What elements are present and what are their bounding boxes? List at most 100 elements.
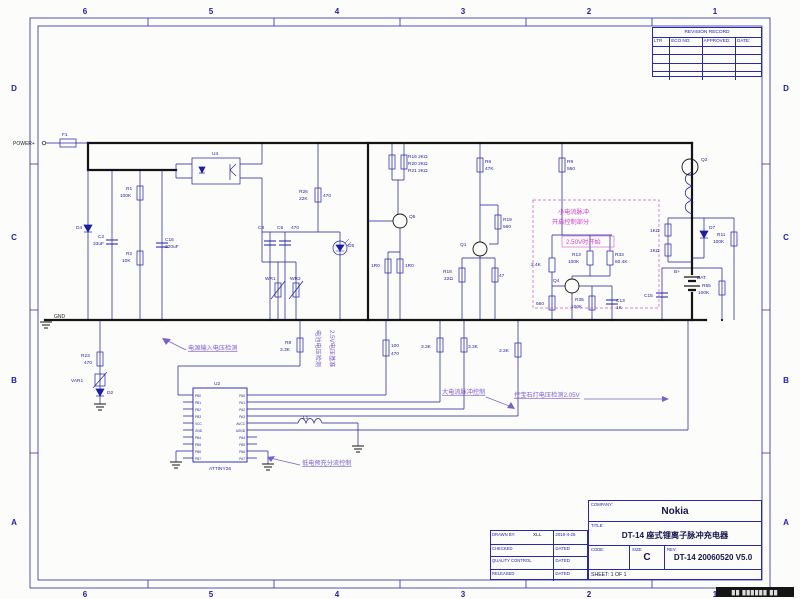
schematic-label: R19 (503, 217, 512, 223)
pulse-control-dashed-box (532, 199, 660, 309)
quality-value (533, 557, 553, 569)
schematic-label: PA7 (239, 457, 245, 461)
sheet-value: 1 OF 1 (610, 572, 627, 578)
schematic-label: R33 (615, 252, 624, 258)
code-label: CODE: (591, 547, 605, 552)
schematic-label: R2 (126, 251, 132, 257)
schematic-label: PA0 (239, 394, 245, 398)
schematic-label: BAT (697, 275, 706, 281)
frame-col-label: 4 (335, 7, 340, 16)
schematic-label: C16 (165, 237, 174, 243)
schematic-label: C6 (277, 225, 283, 231)
schematic-label: Q1 (460, 242, 467, 248)
schematic-label: 100K (120, 193, 132, 199)
diode-D2 (95, 388, 105, 397)
annotation: 电池电压检测 (314, 330, 322, 367)
transistor-Q4 (564, 278, 580, 294)
schematic-label: 3.3K (421, 344, 432, 350)
drawing-title: DT-14 座式锂离子脉冲充电器 (621, 531, 729, 540)
schematic-label: C15 (644, 293, 653, 299)
schematic-label: 220uF (165, 244, 179, 250)
rev-cell: REV: DT-14 20060520 V5.0 (665, 546, 761, 569)
schematic-label: R26 (299, 189, 308, 195)
released-label: RELEASED (492, 570, 515, 576)
revision-empty-row (653, 71, 761, 80)
schematic-label: R21 2KΩ (408, 168, 428, 174)
rev-col-ltr: LTR (654, 38, 663, 43)
schematic-label: C13 (616, 298, 625, 304)
revision-empty-row (653, 54, 761, 63)
frame-col-label: 3 (461, 590, 466, 599)
frame-col-label: 3 (461, 7, 466, 16)
company-cell: COMPANY: Nokia (589, 501, 761, 522)
transistor-Q2 (681, 158, 699, 176)
mcu-attiny26 (192, 387, 248, 463)
schematic-label: Q2 (701, 157, 708, 163)
size-value: C (643, 552, 651, 563)
schematic-label: R35 (575, 297, 584, 303)
discrete-symbols (40, 158, 700, 471)
annotation: 小电流脉冲 (558, 208, 589, 216)
schematic-label: D4 (76, 225, 82, 231)
rev-label: REV: (667, 547, 677, 552)
schematic-label: R20 2KΩ (408, 161, 428, 167)
schematic-label: AGND (236, 429, 246, 433)
inductor-L1 (297, 418, 323, 425)
ground-symbol (40, 321, 52, 329)
frame-row-label: A (783, 518, 789, 527)
schematic-label: 3.3K (280, 347, 291, 353)
revision-table: REVISION RECORD LTR ECO NO: APPROVED: DA… (652, 27, 762, 80)
schematic-label: GND (54, 314, 66, 320)
schematic-label: WR1 (265, 276, 276, 282)
trimmer-WR2 (292, 282, 300, 298)
annotation: 2.50V时开始 (566, 238, 601, 246)
schematic-label: PA2 (239, 408, 245, 412)
sheet-frame (29, 17, 771, 589)
ground-symbol (352, 445, 364, 453)
schematic-label: R1 (126, 186, 132, 192)
annotation-arrowheads (162, 338, 669, 462)
schematic-label: 1R0 (371, 263, 380, 269)
capacitor-C8 (264, 240, 276, 246)
rev-col-date: DATE: (735, 38, 761, 46)
revision-table-title: REVISION RECORD (653, 28, 761, 38)
annotation: 大电流脉冲控制 (442, 388, 485, 396)
schematic-label: F1 (62, 132, 68, 138)
checked-value (533, 545, 553, 557)
schematic-label: 100 (391, 343, 399, 349)
schematic-label: PB2 (195, 408, 201, 412)
frame-row-label: C (783, 233, 789, 242)
schematic-label: 100K (698, 290, 710, 296)
frame-col-label: 1 (713, 7, 718, 16)
schematic-label: 470 (391, 351, 399, 357)
schematic-label: 100K (571, 304, 583, 310)
approval-row-checked: CHECKED DATED (491, 543, 587, 557)
schematic-label: R23 (81, 353, 90, 359)
schematic-label: PA5 (239, 443, 245, 447)
schematic-label: PA1 (239, 401, 245, 405)
drawn-by-date: 2010-4-25 (553, 531, 587, 544)
frame-row-label: B (783, 376, 789, 385)
revision-empty-row (653, 46, 761, 55)
ground-symbol (170, 461, 182, 469)
schematic-label: L1 (303, 415, 309, 421)
schematic-label: 560 (536, 301, 544, 307)
frame-row-label: C (11, 233, 17, 242)
diode-D4 (83, 224, 93, 233)
schematic-label: U4 (212, 151, 218, 157)
schematic-label: 1KΩ (650, 228, 660, 234)
schematic-label: D5 (348, 243, 354, 249)
schematic-label: R18 (443, 269, 452, 275)
approval-row-drawn: DRAWN BY: XLL 2010-4-25 (491, 531, 587, 544)
schematic-label: R6 (485, 159, 491, 165)
frame-col-label: 2 (587, 590, 592, 599)
code-cell: CODE: (589, 546, 630, 569)
capacitor-C15 (656, 292, 668, 298)
schematic-label: VAR1 (71, 378, 84, 384)
released-date: DATED (553, 569, 587, 581)
company-label: COMPANY: (591, 502, 613, 507)
transformer-winding (684, 171, 693, 215)
annotation: 2.5V电压基准 (328, 330, 336, 367)
transistor-Q5 (392, 213, 408, 229)
diode-D7 (699, 230, 709, 239)
